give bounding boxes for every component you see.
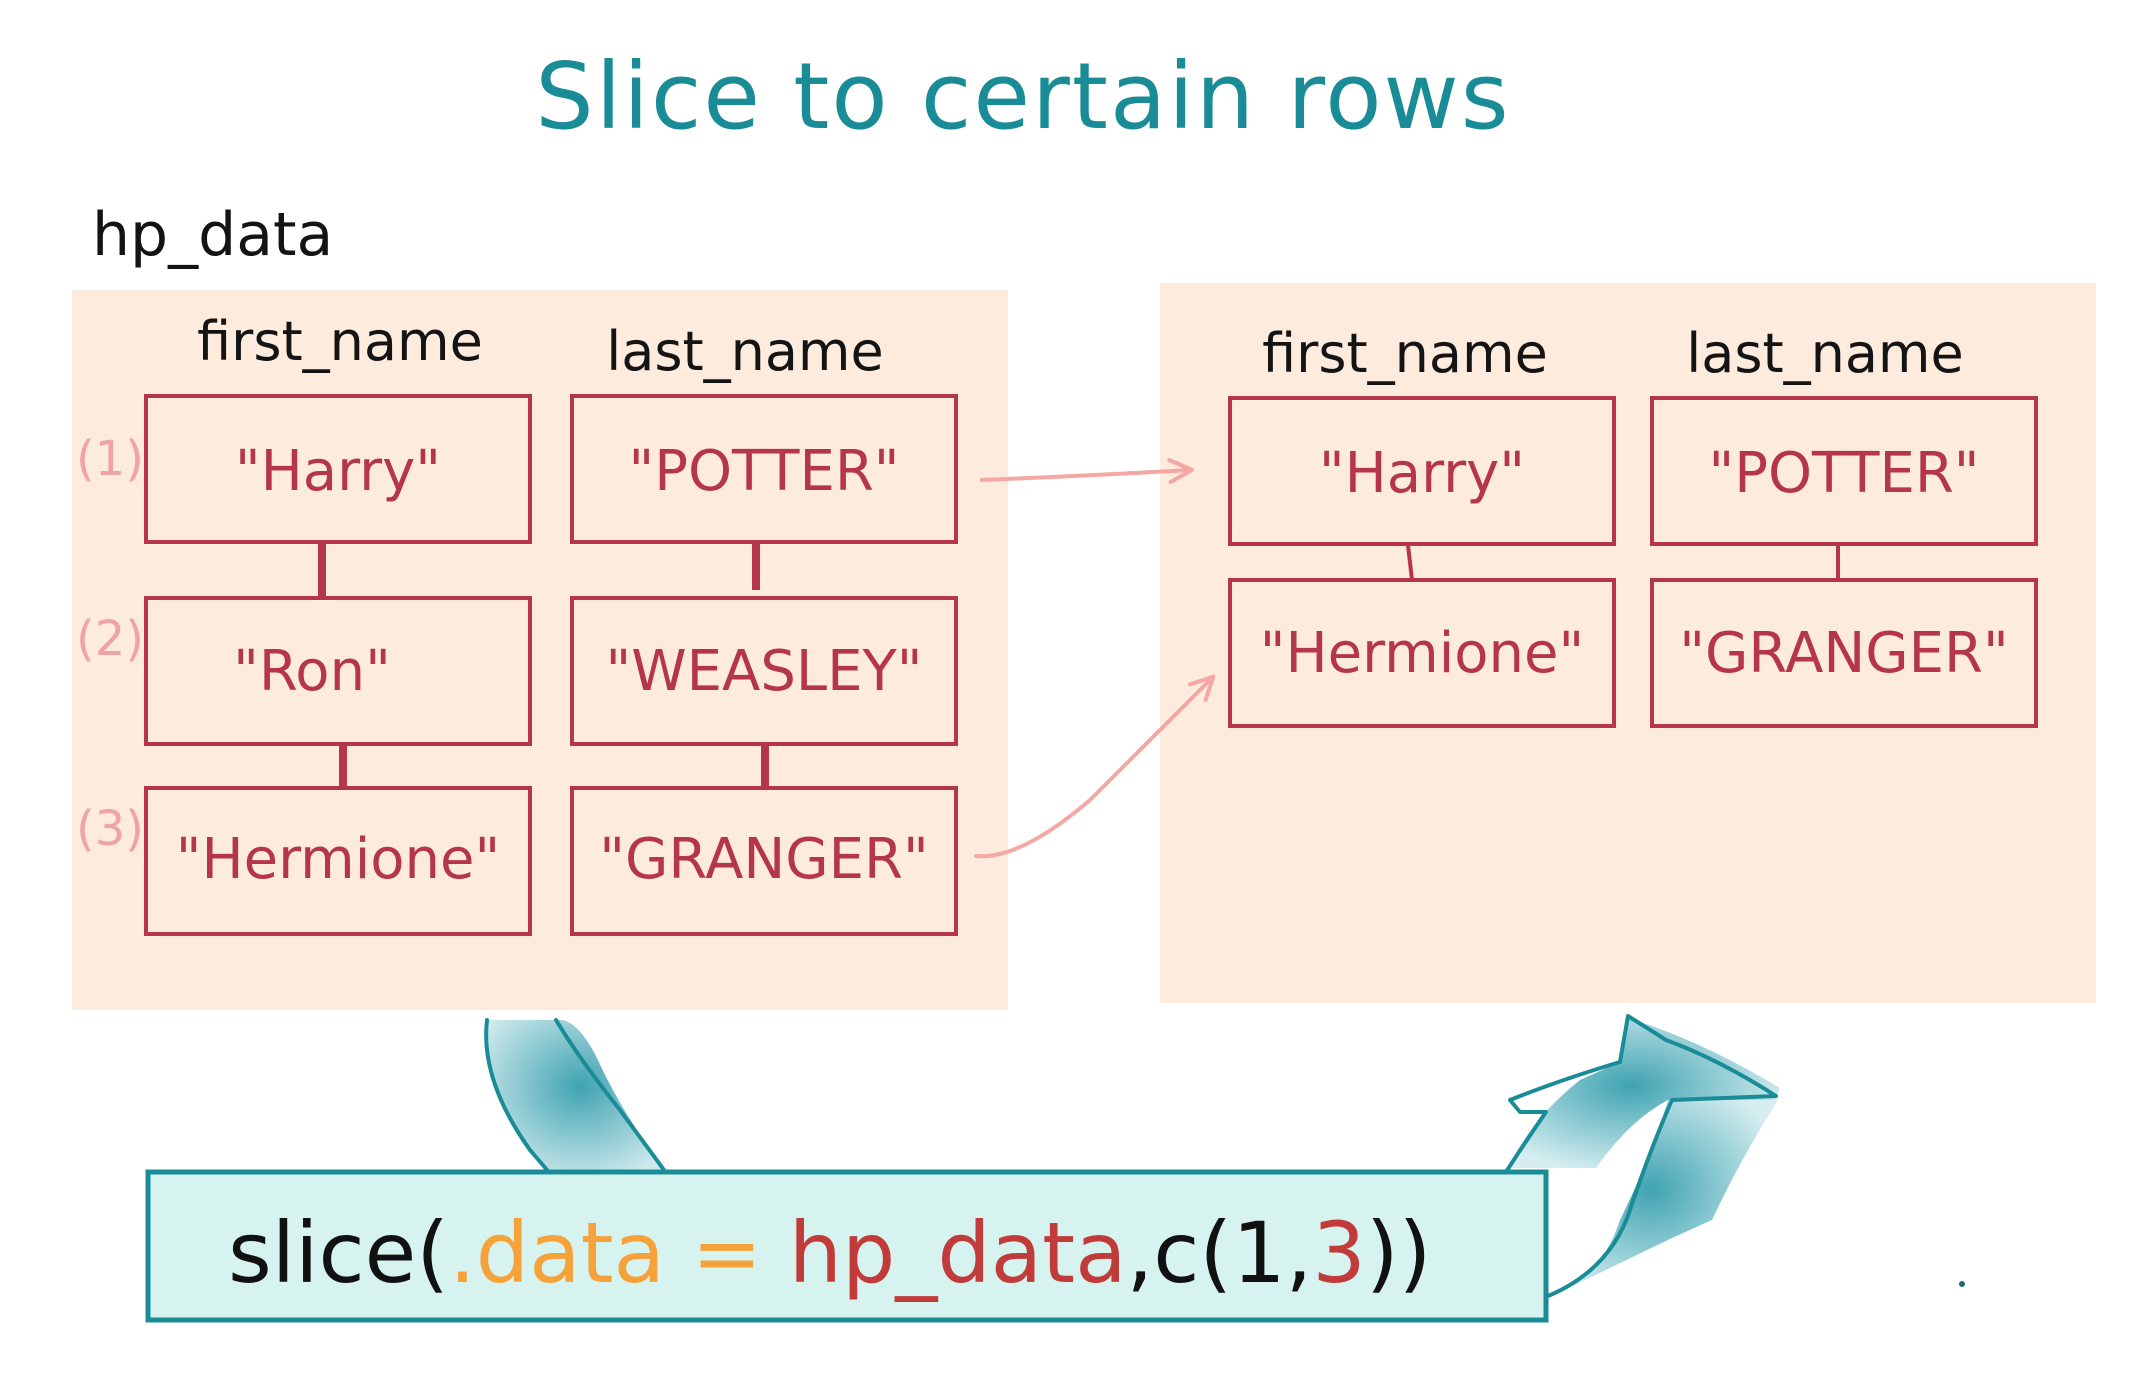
result-table-panel xyxy=(1160,283,2096,1003)
row-number-1: (1) xyxy=(76,431,144,487)
source-cell-potter-text: "POTTER" xyxy=(628,439,899,504)
source-table-name: hp_data xyxy=(92,200,333,270)
flow-arrow-input-outline-left xyxy=(484,1018,562,1187)
code-c-open: c( xyxy=(1153,1204,1232,1302)
result-cell-granger-text: "GRANGER" xyxy=(1679,621,2008,686)
code-arg: .data xyxy=(449,1204,665,1302)
result-cell-hermione xyxy=(1228,578,1616,728)
result-cell-harry-text: "Harry" xyxy=(1319,441,1525,506)
diagram-title: Slice to certain rows xyxy=(535,43,1510,150)
code-n2: 3 xyxy=(1312,1204,1365,1302)
source-cell-weasley xyxy=(570,596,958,746)
result-col-header-first-name: first_name xyxy=(1262,322,1548,385)
source-cell-hermione-text: "Hermione" xyxy=(176,827,500,892)
source-cell-ron-text: "Ron" xyxy=(233,639,391,704)
flow-arrow-input-outline-right xyxy=(554,1018,677,1187)
code-expression: slice(.data = hp_data,c(1,3)) xyxy=(228,1204,1431,1302)
result-first-connector xyxy=(1406,544,1414,581)
code-eq: = xyxy=(665,1204,789,1302)
source-table-panel xyxy=(72,290,1008,1010)
source-col-header-last-name: last_name xyxy=(606,320,884,383)
code-comma: , xyxy=(1286,1204,1313,1302)
flow-arrow-input xyxy=(486,1020,675,1185)
flow-arrow-output-head xyxy=(1508,1018,1780,1168)
result-cell-hermione-text: "Hermione" xyxy=(1260,621,1584,686)
code-close: )) xyxy=(1366,1204,1432,1302)
mapping-arrow-row-3 xyxy=(974,674,1216,859)
source-cell-hermione xyxy=(144,786,532,936)
source-cell-ron xyxy=(144,596,532,746)
source-cell-harry xyxy=(144,394,532,544)
code-func: slice( xyxy=(228,1204,449,1302)
source-col-header-first-name: first_name xyxy=(197,310,483,373)
result-col-header-last-name: last_name xyxy=(1686,322,1964,385)
stray-dot xyxy=(1959,1281,1965,1287)
source-cell-granger xyxy=(570,786,958,936)
mapping-arrow-row-1 xyxy=(980,458,1194,485)
row-number-3: (3) xyxy=(76,801,144,857)
result-cell-granger xyxy=(1650,578,2038,728)
code-sep: , xyxy=(1127,1204,1154,1302)
code-n1: 1 xyxy=(1232,1204,1285,1302)
result-cell-potter xyxy=(1650,396,2038,546)
source-cell-granger-text: "GRANGER" xyxy=(599,827,928,892)
code-box xyxy=(145,1169,1549,1323)
result-cell-potter-text: "POTTER" xyxy=(1708,441,1979,506)
code-value: hp_data xyxy=(789,1204,1127,1302)
row-number-2: (2) xyxy=(76,611,144,667)
flow-arrow-output-outline xyxy=(1504,1014,1778,1298)
source-cell-harry-text: "Harry" xyxy=(235,439,441,504)
flow-arrow-output xyxy=(1548,1100,1778,1298)
source-cell-weasley-text: "WEASLEY" xyxy=(606,639,923,704)
source-cell-potter xyxy=(570,394,958,544)
result-cell-harry xyxy=(1228,396,1616,546)
